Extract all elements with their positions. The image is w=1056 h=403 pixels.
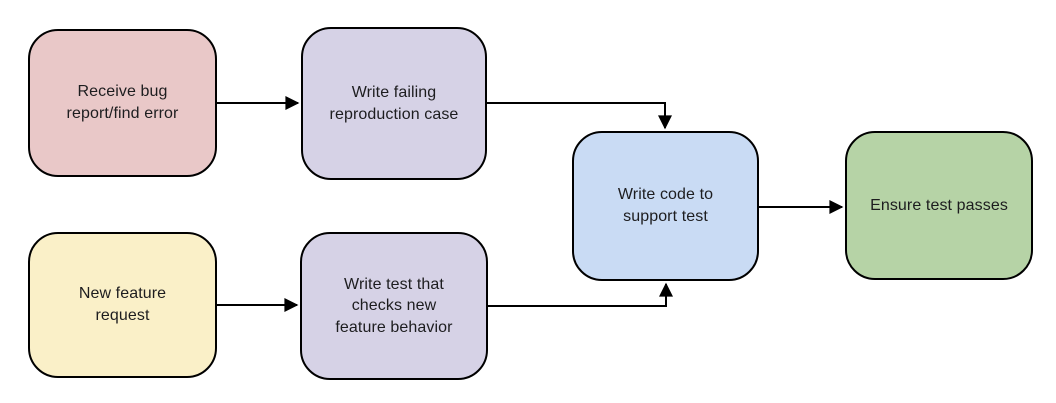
node-write-test-checks-feature-behavior: Write test that checks new feature behav… bbox=[300, 232, 488, 380]
node-ensure-test-passes-label: Ensure test passes bbox=[870, 196, 1008, 214]
arrow-failing-repro-to-write-code bbox=[487, 102, 672, 130]
node-write-test-checks-feature-behavior-label: Write test that checks new feature behav… bbox=[335, 275, 453, 336]
node-new-feature-request-label: New feature request bbox=[78, 285, 167, 324]
node-new-feature-request: New feature request bbox=[28, 232, 217, 378]
node-write-code-to-support-test-label: Write code to support test bbox=[617, 186, 714, 225]
arrow-write-test-to-write-code bbox=[488, 282, 673, 307]
node-receive-bug-report-label: Receive bug report/find error bbox=[66, 83, 179, 122]
node-write-failing-reproduction-case: Write failing reproduction case bbox=[301, 27, 487, 180]
node-receive-bug-report: Receive bug report/find error bbox=[28, 29, 217, 177]
node-write-failing-reproduction-case-label: Write failing reproduction case bbox=[329, 83, 459, 123]
node-ensure-test-passes: Ensure test passes bbox=[845, 131, 1033, 280]
node-write-code-to-support-test: Write code to support test bbox=[572, 131, 759, 281]
